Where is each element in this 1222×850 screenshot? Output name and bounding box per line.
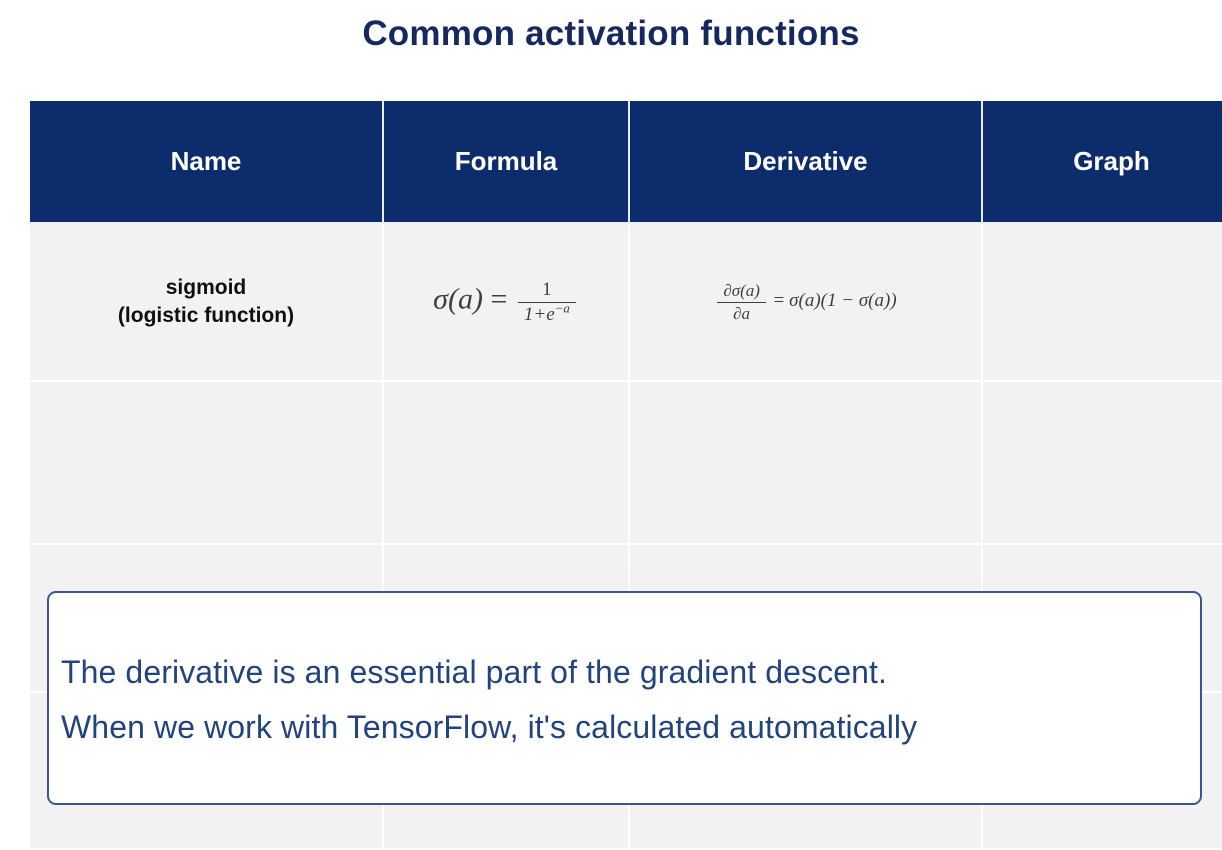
formula-sigmoid: σ(a) = 1 1+e−a — [433, 279, 579, 325]
cell-formula-empty — [384, 382, 630, 545]
cell-derivative-sigmoid: ∂σ(a) ∂a = σ(a)(1 − σ(a)) — [630, 224, 983, 382]
derivative-rhs: σ(a)(1 − σ(a)) — [789, 290, 897, 312]
column-header-name[interactable]: Name — [30, 101, 384, 224]
table-row: sigmoid (logistic function) σ(a) = 1 1+e… — [30, 224, 1222, 382]
column-header-derivative[interactable]: Derivative — [630, 101, 983, 224]
table-header-row: Name Formula Derivative Graph — [30, 101, 1222, 224]
derivative-denominator: ∂a — [733, 303, 751, 323]
cell-formula-sigmoid: σ(a) = 1 1+e−a — [384, 224, 630, 382]
cell-graph-sigmoid — [983, 224, 1222, 382]
column-header-graph[interactable]: Graph — [983, 101, 1222, 224]
cell-graph-empty — [983, 382, 1222, 545]
formula-denominator-base: 1+e — [523, 303, 555, 325]
callout-text: The derivative is an essential part of t… — [61, 654, 918, 746]
derivative-equals: = — [773, 290, 785, 312]
formula-numerator: 1 — [517, 279, 576, 303]
cell-derivative-empty — [630, 382, 983, 545]
derivative-fraction: ∂σ(a) ∂a — [717, 281, 766, 323]
cell-name-sigmoid: sigmoid (logistic function) — [30, 224, 384, 382]
derivative-sigmoid: ∂σ(a) ∂a = σ(a)(1 − σ(a)) — [714, 281, 897, 323]
column-header-formula[interactable]: Formula — [384, 101, 630, 224]
page-title: Common activation functions — [362, 14, 860, 53]
formula-fraction: 1 1+e−a — [517, 279, 576, 325]
function-name-line-2: (logistic function) — [117, 304, 295, 327]
function-name-line-1: sigmoid — [165, 275, 247, 299]
formula-equals: = — [490, 282, 508, 316]
formula-denominator: 1+e−a — [518, 300, 576, 325]
derivative-numerator: ∂σ(a) — [717, 281, 766, 303]
table-row — [30, 382, 1222, 545]
formula-lhs: σ(a) — [433, 282, 483, 316]
callout-box: The derivative is an essential part of t… — [47, 591, 1202, 805]
formula-denominator-exponent: −a — [554, 300, 570, 316]
cell-name-empty — [30, 382, 384, 545]
